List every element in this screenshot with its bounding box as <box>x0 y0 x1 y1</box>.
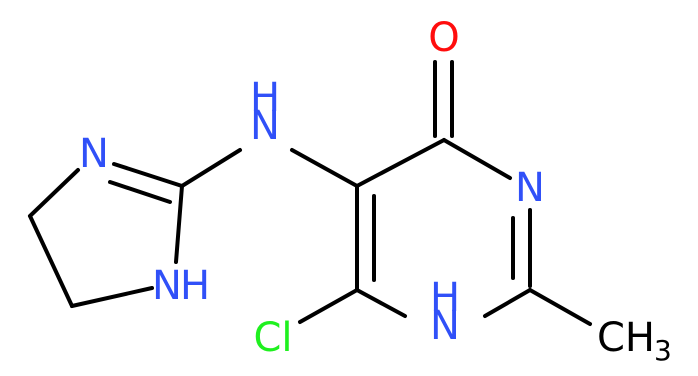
bond-c5-c4 <box>355 138 446 188</box>
bond-layer <box>28 60 592 326</box>
bond-c5prime-n1prime <box>70 286 154 308</box>
bond-c2prime-n3prime-b <box>108 180 172 204</box>
atom-label-layer: O N N H Cl CH 3 N H N N H <box>79 15 672 367</box>
atom-nitrogen-n1: N <box>430 303 460 349</box>
atom-nitrogen-imidazoline-3: N <box>79 131 109 177</box>
atom-methyl-ch: CH <box>597 315 655 361</box>
bond-c2prime-n3prime-a <box>112 162 184 188</box>
atom-nitrogen-imidazoline-1: N <box>152 263 182 309</box>
atom-hydrogen-n1: H <box>430 275 460 321</box>
bond-c2-ch3 <box>528 288 592 326</box>
atom-methyl-subscript: 3 <box>654 334 672 367</box>
bond-c6-cl <box>298 288 359 324</box>
atom-nitrogen-n3: N <box>515 165 545 211</box>
bond-c2-n1 <box>483 288 532 318</box>
bond-nh-c2prime <box>180 148 242 188</box>
bond-n1prime-c2prime <box>174 184 184 264</box>
bond-c4-n3 <box>442 138 512 180</box>
bond-n3prime-c4prime <box>28 168 80 218</box>
atom-hydrogen-linker: H <box>250 75 280 121</box>
bond-n1-c6 <box>355 288 407 318</box>
bond-c4prime-c5prime <box>28 214 74 308</box>
atom-nitrogen-linker: N <box>250 103 280 149</box>
atom-hydrogen-imidazoline-1: H <box>180 263 210 309</box>
atom-oxygen: O <box>428 15 459 61</box>
bond-c5-nh <box>290 148 359 188</box>
atom-chlorine: Cl <box>253 315 292 361</box>
